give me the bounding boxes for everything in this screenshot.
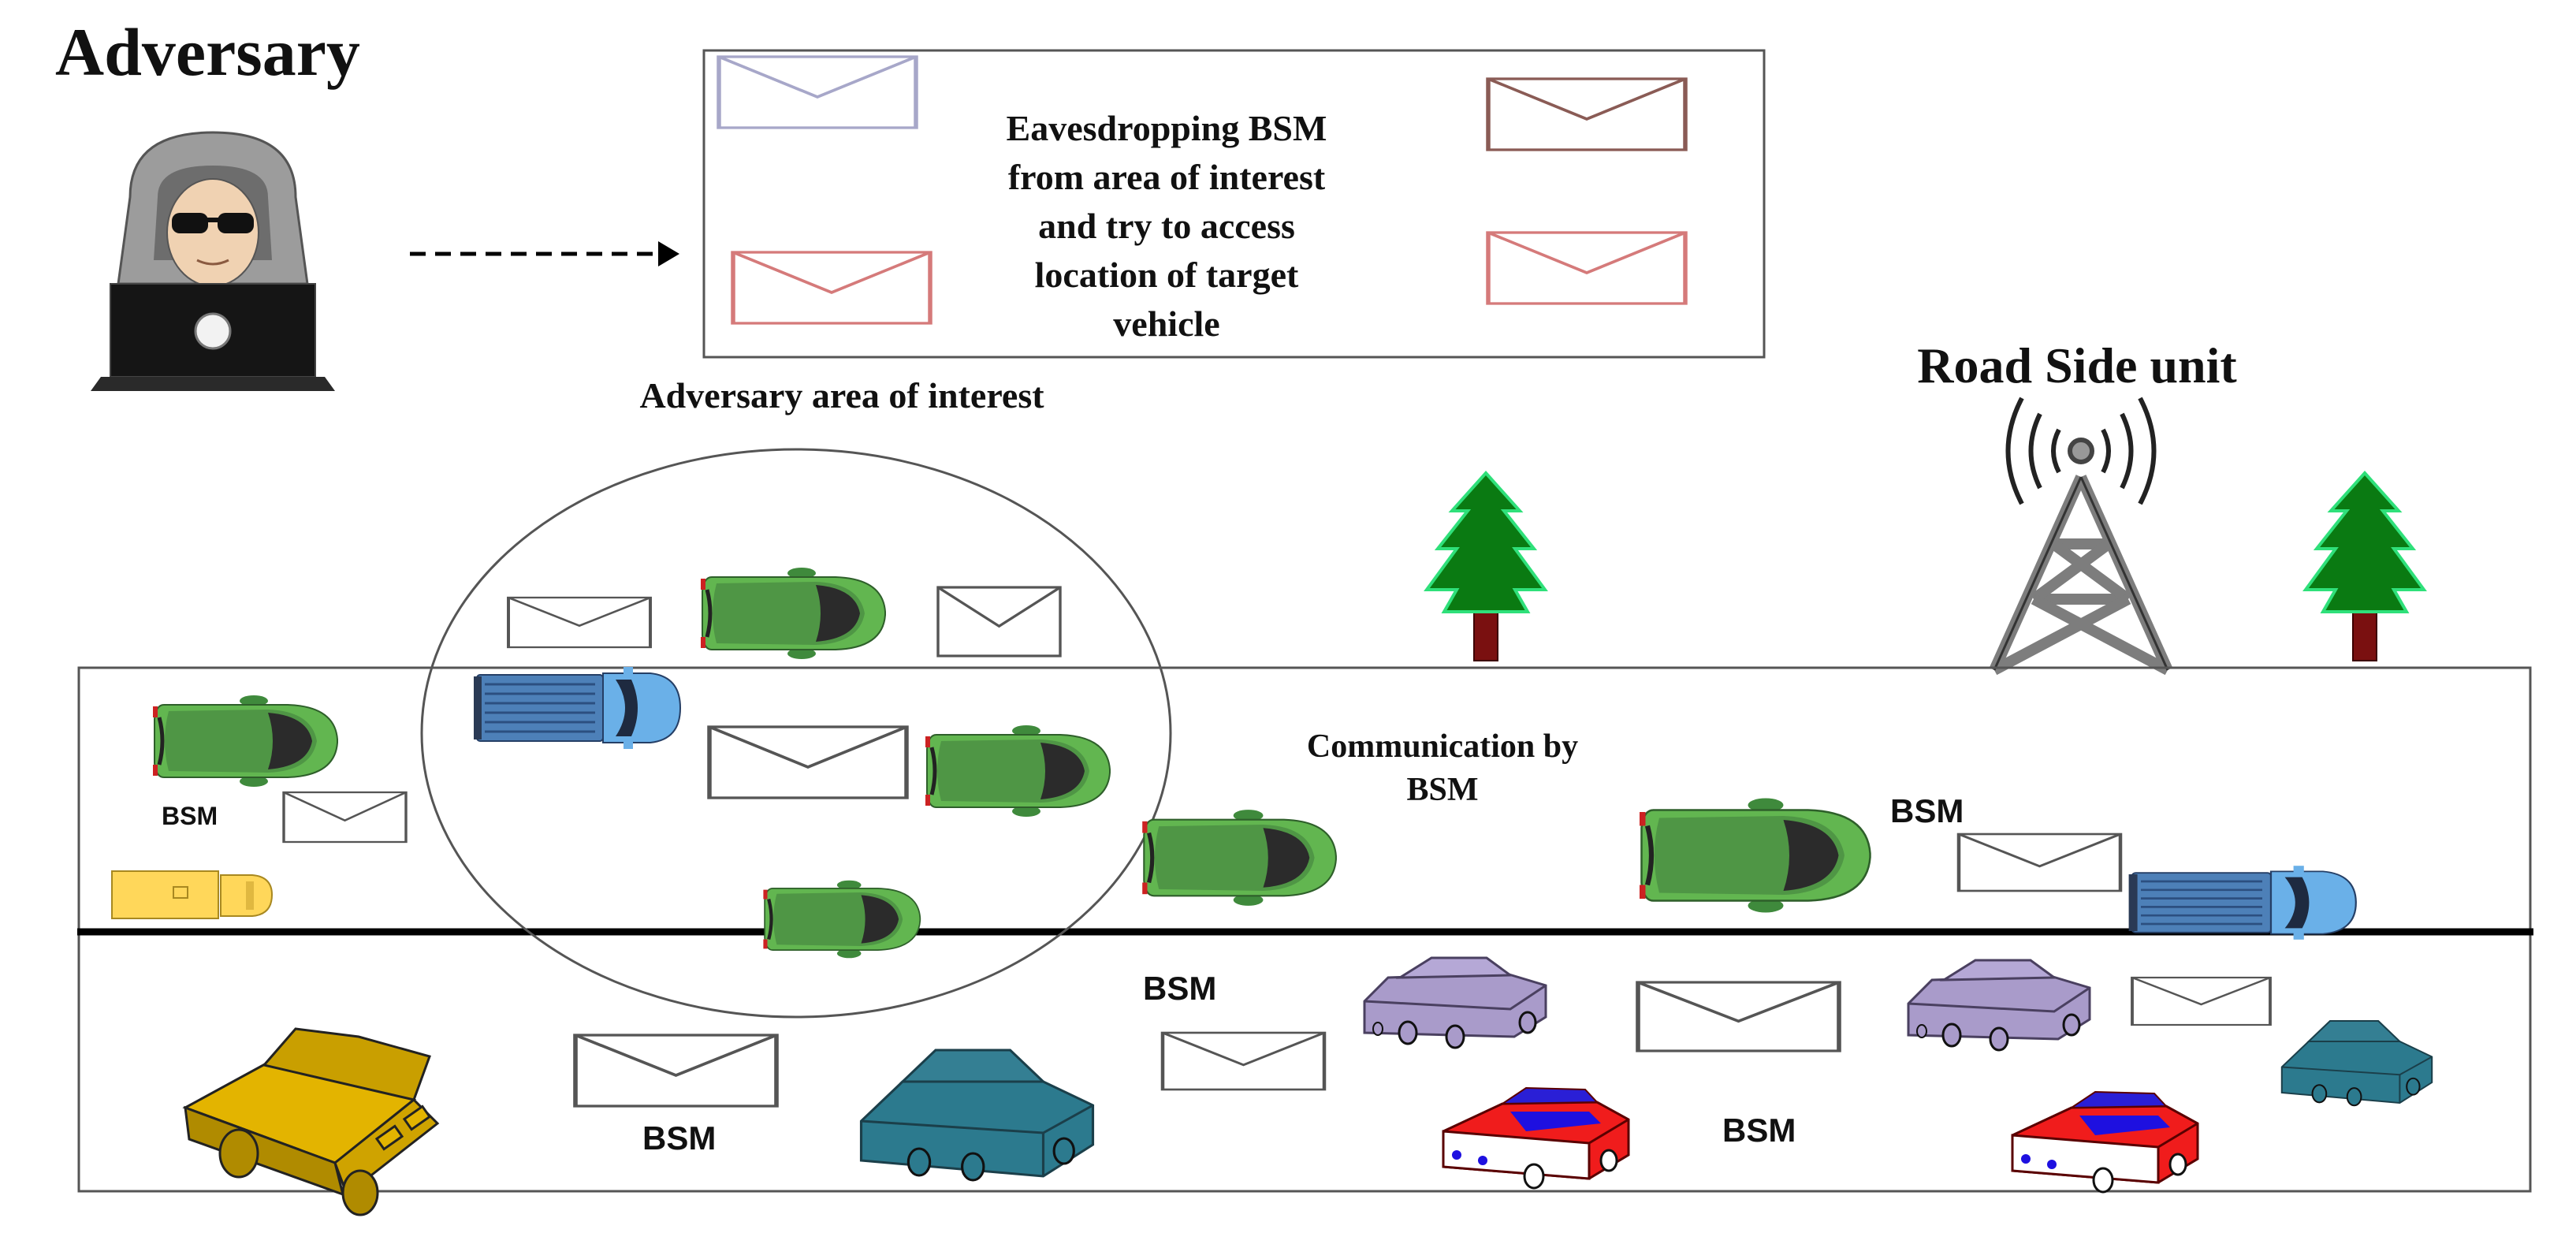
envelope-icon bbox=[575, 1035, 776, 1106]
info-line-4: location of target bbox=[1035, 255, 1299, 295]
info-line-1: Eavesdropping BSM bbox=[1007, 108, 1327, 148]
rsu-antenna-tower-icon bbox=[1989, 397, 2173, 676]
envelope-icon bbox=[1488, 79, 1685, 150]
car-3d-icon bbox=[2011, 1090, 2199, 1194]
envelope-icon bbox=[507, 596, 652, 649]
envelope-icon bbox=[936, 586, 1062, 657]
bsm-label: BSM bbox=[1722, 1112, 1796, 1149]
info-line-2: from area of interest bbox=[1008, 157, 1326, 197]
envelope-icon bbox=[1959, 834, 2120, 891]
adversary-title: Adversary bbox=[55, 14, 360, 90]
car-top-view-icon bbox=[763, 881, 920, 959]
car-top-view-icon bbox=[925, 725, 1110, 817]
car-top-view-icon bbox=[1142, 810, 1336, 906]
envelope-icon bbox=[1638, 982, 1839, 1051]
pickup-truck-top-view-icon bbox=[2127, 864, 2358, 941]
envelope-icon bbox=[1488, 233, 1685, 304]
yellow-truck-icon bbox=[111, 870, 274, 919]
envelope-icon bbox=[733, 252, 930, 323]
adversary-area-of-interest-ellipse bbox=[420, 448, 1172, 1019]
communication-label-line-1: Communication by bbox=[1307, 728, 1578, 765]
envelope-icon bbox=[1163, 1033, 1324, 1090]
car-3d-icon bbox=[184, 1027, 439, 1216]
road-side-unit-title: Road Side unit bbox=[1917, 337, 2237, 393]
envelope-icon bbox=[282, 791, 408, 844]
envelope-icon bbox=[709, 727, 906, 798]
pine-tree-icon bbox=[1425, 471, 1547, 662]
communication-label-line-2: BSM bbox=[1406, 772, 1478, 808]
pickup-truck-top-view-icon bbox=[472, 665, 682, 751]
car-top-view-icon bbox=[701, 568, 885, 659]
car-3d-icon bbox=[859, 1049, 1095, 1182]
area-of-interest-label: Adversary area of interest bbox=[639, 375, 1044, 415]
bsm-label: BSM bbox=[1890, 792, 1964, 829]
hooded-hacker-laptop-icon bbox=[91, 131, 335, 391]
car-top-view-icon bbox=[153, 695, 337, 787]
eavesdrop-arrow bbox=[410, 241, 679, 266]
car-top-view-icon bbox=[1640, 799, 1871, 913]
car-3d-icon bbox=[1907, 959, 2091, 1052]
bsm-label: BSM bbox=[642, 1119, 716, 1157]
pine-tree-icon bbox=[2304, 471, 2425, 662]
envelope-icon bbox=[719, 57, 916, 128]
info-line-5: vehicle bbox=[1113, 304, 1219, 344]
car-3d-icon bbox=[1363, 956, 1547, 1049]
bsm-label: BSM bbox=[1143, 970, 1216, 1007]
info-line-3: and try to access bbox=[1038, 206, 1295, 246]
car-3d-icon bbox=[1442, 1086, 1630, 1190]
bsm-label: BSM bbox=[162, 802, 218, 830]
envelope-icon bbox=[2131, 976, 2272, 1026]
eavesdropping-info-box: Eavesdropping BSM from area of interest … bbox=[702, 49, 1766, 359]
car-3d-icon bbox=[2280, 1019, 2433, 1107]
